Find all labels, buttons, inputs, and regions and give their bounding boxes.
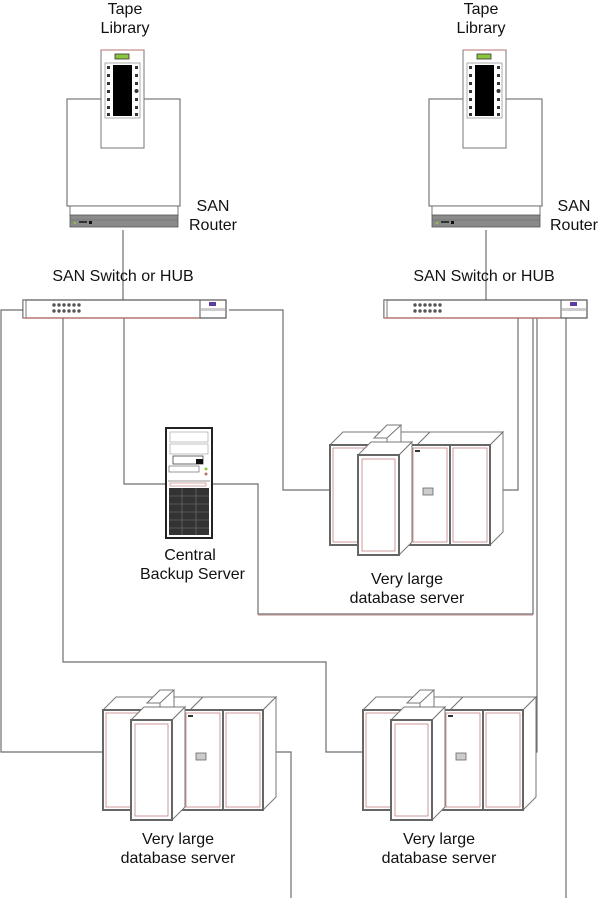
label-line: Central: [164, 547, 216, 564]
db-server-bottom-left-label: Very large database server: [108, 830, 248, 868]
wire-switch-left-to-backup-server: [123, 318, 166, 485]
label-line: Router: [188, 217, 238, 234]
tape-library-left-label: Tape Library: [100, 0, 150, 38]
label-line: Backup Server: [140, 566, 245, 583]
wire-switch-left-to-db-bottom-right: [62, 318, 363, 753]
label-line: Very large: [402, 831, 476, 848]
label-line: database server: [120, 850, 236, 867]
label-line: Very large: [141, 831, 215, 848]
tape-library-right-label: Tape Library: [456, 0, 506, 38]
wire-db-bottom-left-to-offpage: [274, 751, 292, 898]
san-switch-left: [22, 299, 227, 319]
label-line: SAN Switch or HUB: [52, 268, 194, 285]
db-server-bottom-right: [362, 689, 537, 821]
db-server-mid-label: Very large database server: [337, 570, 477, 608]
wire-switch-left-to-db-bottom-left: [0, 309, 103, 753]
wire-backup-server-to-switch-right: [212, 318, 534, 615]
label-line: Very large: [370, 571, 444, 588]
label-line: Library: [456, 20, 506, 37]
central-backup-server: [165, 427, 213, 539]
san-switch-right-label: SAN Switch or HUB: [399, 267, 569, 286]
label-line: Router: [549, 217, 599, 234]
tape-library-left: [66, 49, 181, 228]
label-line: database server: [381, 850, 497, 867]
label-line: SAN Switch or HUB: [413, 268, 555, 285]
label-line: database server: [349, 590, 465, 607]
db-server-bottom-left: [102, 689, 277, 821]
label-line: SAN: [196, 198, 230, 215]
wire-switch-right-to-db-bottom-right: [536, 318, 538, 753]
db-server-mid: [329, 424, 504, 556]
label-line: Library: [100, 20, 150, 37]
backup-server-label: Central Backup Server: [140, 546, 245, 584]
wire-switch-right-to-offpage: [565, 309, 587, 898]
san-router-right-label: SAN Router: [544, 197, 600, 235]
tape-library-right: [428, 49, 543, 228]
label-line: Tape: [107, 1, 143, 18]
label-line: Tape: [463, 1, 499, 18]
san-switch-right: [383, 299, 588, 319]
san-router-left-label: SAN Router: [183, 197, 243, 235]
db-server-bottom-right-label: Very large database server: [369, 830, 509, 868]
wire-switch-left-to-db-mid: [229, 309, 330, 491]
wire-switch-right-to-db-mid: [502, 318, 519, 491]
san-switch-left-label: SAN Switch or HUB: [38, 267, 208, 286]
label-line: SAN: [557, 198, 591, 215]
